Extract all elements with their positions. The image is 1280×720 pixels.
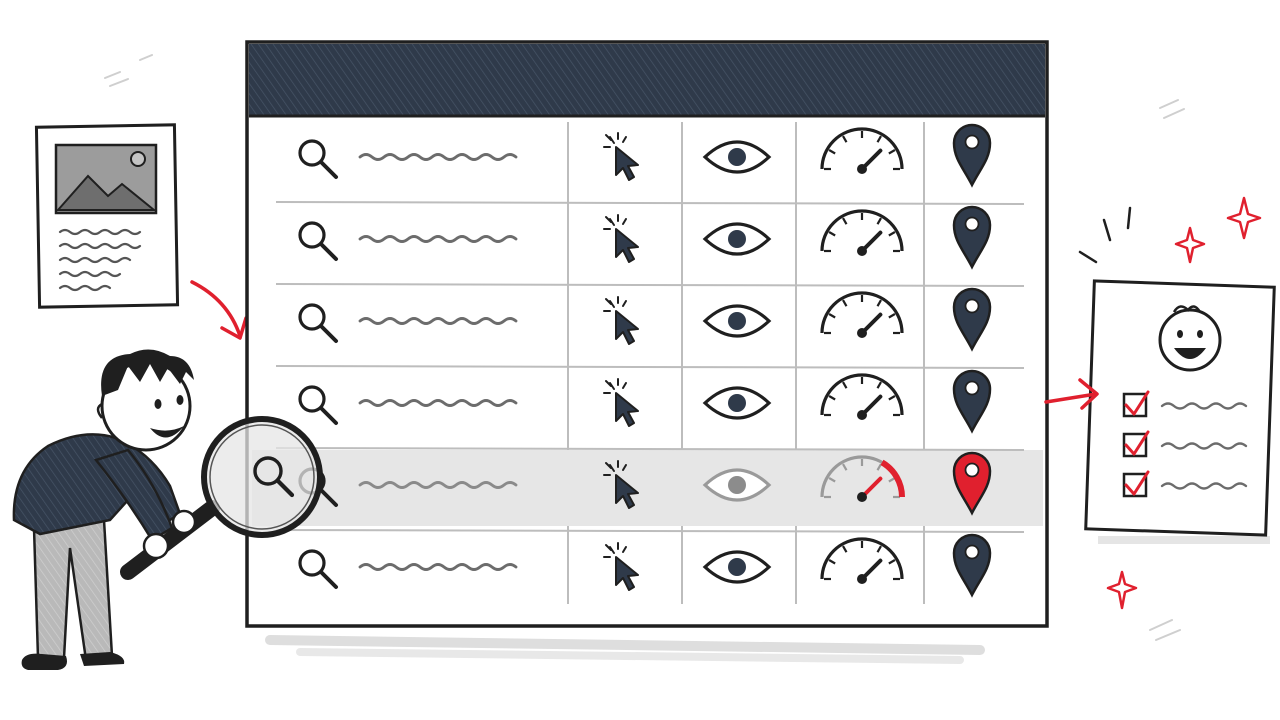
eye-icon[interactable] xyxy=(702,304,772,338)
smiley-face-icon xyxy=(1158,305,1222,372)
checklist-text-placeholder xyxy=(1160,402,1248,410)
spark-lines xyxy=(1078,206,1132,264)
checklist-text-placeholder xyxy=(1160,482,1248,490)
search-icon[interactable] xyxy=(298,221,338,261)
gauge-icon[interactable] xyxy=(820,373,904,420)
search-icon[interactable] xyxy=(298,549,338,589)
table-rows xyxy=(252,123,1043,598)
gauge-icon[interactable] xyxy=(820,127,904,174)
search-icon xyxy=(253,456,295,498)
location-pin-icon[interactable] xyxy=(952,205,992,270)
gauge-icon[interactable] xyxy=(820,455,905,502)
magnifying-glass xyxy=(201,416,323,538)
table-row[interactable] xyxy=(252,447,1043,526)
cursor-click-icon[interactable] xyxy=(603,460,639,509)
gauge-icon[interactable] xyxy=(820,537,904,584)
location-pin-icon[interactable] xyxy=(952,287,992,352)
document-text-lines xyxy=(58,228,142,292)
person-hair xyxy=(101,349,194,396)
checkbox-checked-icon xyxy=(1122,390,1150,418)
table-row[interactable] xyxy=(298,123,992,188)
checkbox-checked-icon xyxy=(1122,470,1150,498)
result-card xyxy=(1084,279,1276,544)
row-divider xyxy=(275,365,1025,369)
gauge-icon[interactable] xyxy=(820,209,904,256)
person-with-magnifier xyxy=(12,349,220,670)
table-row[interactable] xyxy=(275,365,1025,434)
eye-icon[interactable] xyxy=(702,222,772,256)
eye-icon[interactable] xyxy=(702,140,772,174)
row-text-placeholder xyxy=(358,481,518,489)
row-text-placeholder xyxy=(358,153,518,161)
cursor-click-icon[interactable] xyxy=(603,214,639,263)
eye-icon[interactable] xyxy=(702,386,772,420)
sparkle-icons xyxy=(1106,196,1262,610)
row-text-placeholder xyxy=(358,399,518,407)
cursor-click-icon[interactable] xyxy=(603,296,639,345)
row-text-placeholder xyxy=(358,235,518,243)
image-icon xyxy=(54,143,158,215)
table-row[interactable] xyxy=(275,201,1025,270)
row-divider xyxy=(275,201,1025,205)
checklist-text-placeholder xyxy=(1160,442,1248,450)
source-document xyxy=(34,123,180,309)
search-icon[interactable] xyxy=(298,385,338,425)
search-icon[interactable] xyxy=(298,139,338,179)
row-divider xyxy=(275,447,1025,451)
cursor-click-icon[interactable] xyxy=(603,378,639,427)
row-text-placeholder xyxy=(358,563,518,571)
background-scribbles xyxy=(104,54,1185,664)
card-checklist xyxy=(1122,390,1248,498)
arrow-to-card xyxy=(1044,378,1099,410)
gauge-icon[interactable] xyxy=(820,291,904,338)
sparkle-icon xyxy=(1106,570,1138,610)
window-title-bar xyxy=(249,44,1045,116)
checkbox-checked-icon xyxy=(1122,430,1150,458)
arrow-to-table xyxy=(190,280,248,340)
location-pin-icon[interactable] xyxy=(952,451,992,516)
eye-icon[interactable] xyxy=(702,550,772,584)
row-divider xyxy=(275,529,1025,533)
audit-table-window xyxy=(245,40,1049,628)
cursor-click-icon[interactable] xyxy=(603,542,639,591)
sparkle-icon xyxy=(1174,226,1206,264)
location-pin-icon[interactable] xyxy=(952,369,992,434)
table-row[interactable] xyxy=(275,529,1025,598)
row-text-placeholder xyxy=(358,317,518,325)
magnifier-handle xyxy=(120,500,220,580)
sparkle-icon xyxy=(1226,196,1262,240)
table-row[interactable] xyxy=(275,283,1025,352)
location-pin-icon[interactable] xyxy=(952,533,992,598)
location-pin-icon[interactable] xyxy=(952,123,992,188)
search-icon[interactable] xyxy=(298,303,338,343)
row-divider xyxy=(275,283,1025,287)
eye-icon[interactable] xyxy=(702,468,772,502)
row-highlight xyxy=(252,450,1043,526)
cursor-click-icon[interactable] xyxy=(603,132,639,181)
